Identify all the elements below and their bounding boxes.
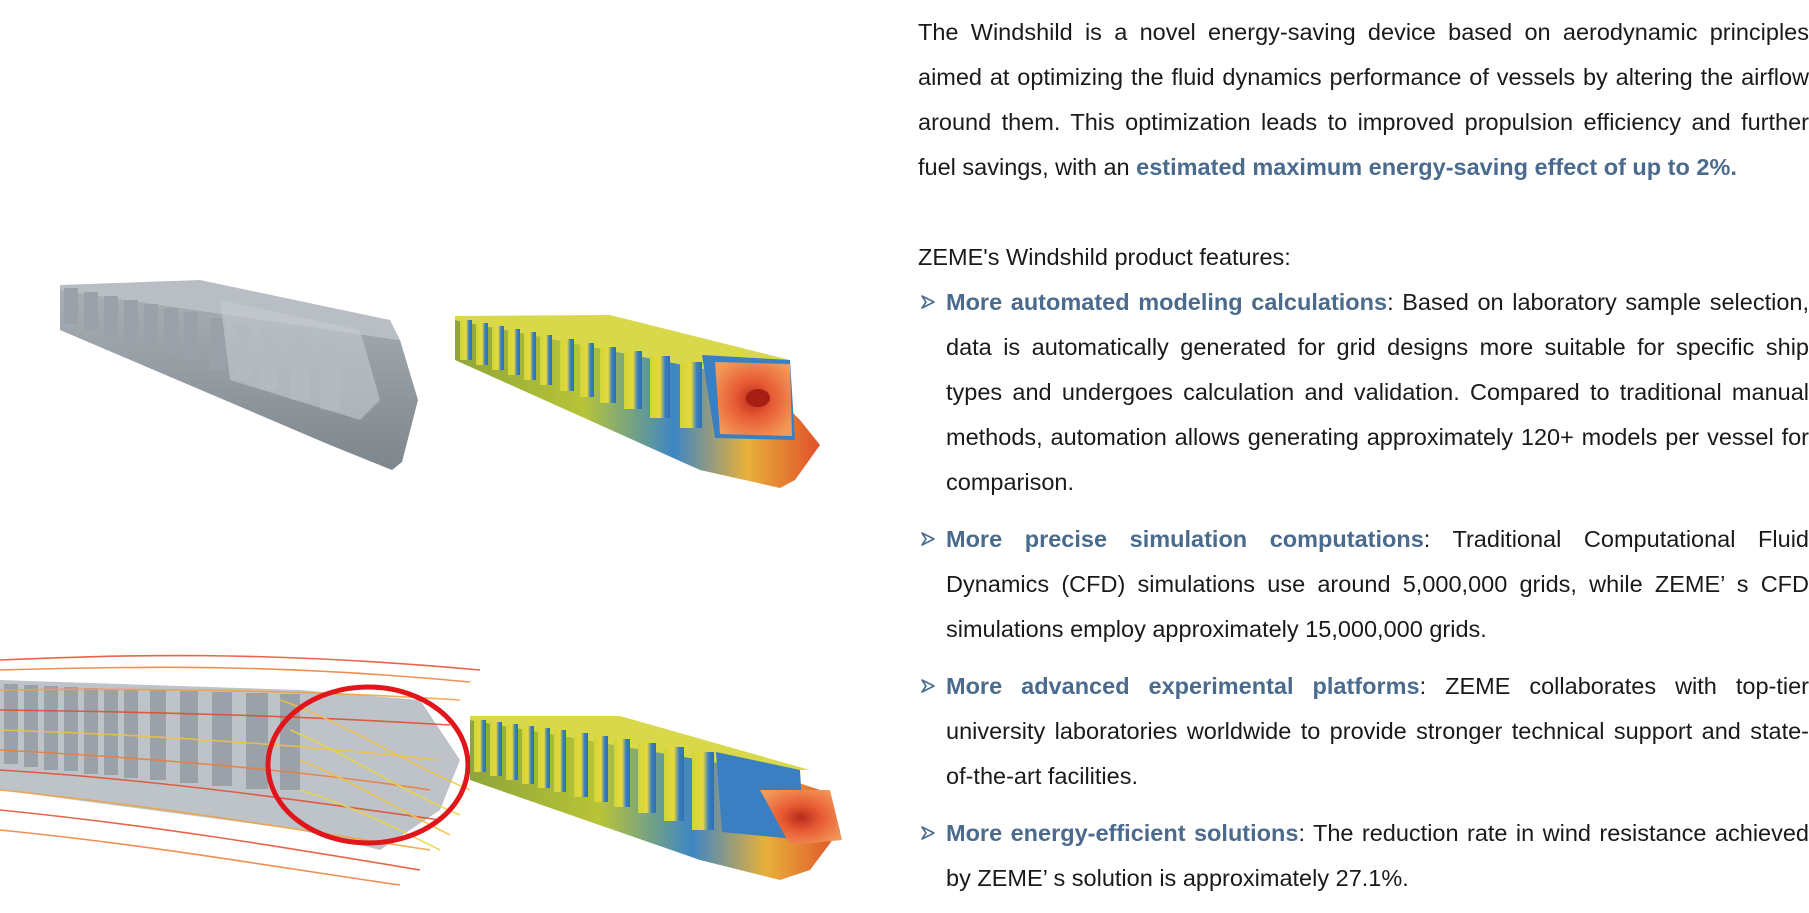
- heatmap-ship-model: [455, 315, 820, 488]
- feature-title: More automated modeling calculations: [946, 289, 1388, 315]
- arrow-bullet-icon: [918, 280, 938, 325]
- feature-body: : Traditional Computational Fluid Dynami…: [946, 526, 1809, 642]
- description-panel: The Windshild is a novel energy-saving d…: [918, 10, 1809, 913]
- feature-title: More advanced experimental platforms: [946, 673, 1420, 699]
- heatmap-ship-model-optimized: [470, 716, 842, 880]
- ship-renderings: [0, 280, 842, 886]
- streamline-ship-model: [0, 654, 481, 886]
- features-list: More automated modeling calculations: Ba…: [918, 280, 1809, 901]
- feature-body: : Based on laboratory sample selection, …: [946, 289, 1809, 495]
- arrow-bullet-icon: [918, 664, 938, 709]
- ship-figure-panel: [0, 0, 900, 907]
- feature-title: More energy-efficient solutions: [946, 820, 1299, 846]
- feature-body: : The reduction rate in wind resistance …: [946, 820, 1809, 891]
- feature-item: More advanced experimental platforms: ZE…: [918, 664, 1809, 799]
- intro-text: The Windshild is a novel energy-saving d…: [918, 19, 1809, 180]
- features-heading: ZEME's Windshild product features:: [918, 244, 1291, 270]
- highlight-ring: [265, 684, 471, 846]
- grey-ship-model: [60, 280, 418, 470]
- intro-paragraph: The Windshild is a novel energy-saving d…: [918, 10, 1809, 190]
- arrow-bullet-icon: [918, 811, 938, 856]
- feature-body: : ZEME collaborates with top-tier univer…: [946, 673, 1809, 789]
- feature-item: More automated modeling calculations: Ba…: [918, 280, 1809, 505]
- feature-title: More precise simulation computations: [946, 526, 1424, 552]
- intro-highlight: estimated maximum energy-saving effect o…: [1136, 154, 1737, 180]
- feature-item: More energy-efficient solutions: The red…: [918, 811, 1809, 901]
- arrow-bullet-icon: [918, 517, 938, 562]
- feature-item: More precise simulation computations: Tr…: [918, 517, 1809, 652]
